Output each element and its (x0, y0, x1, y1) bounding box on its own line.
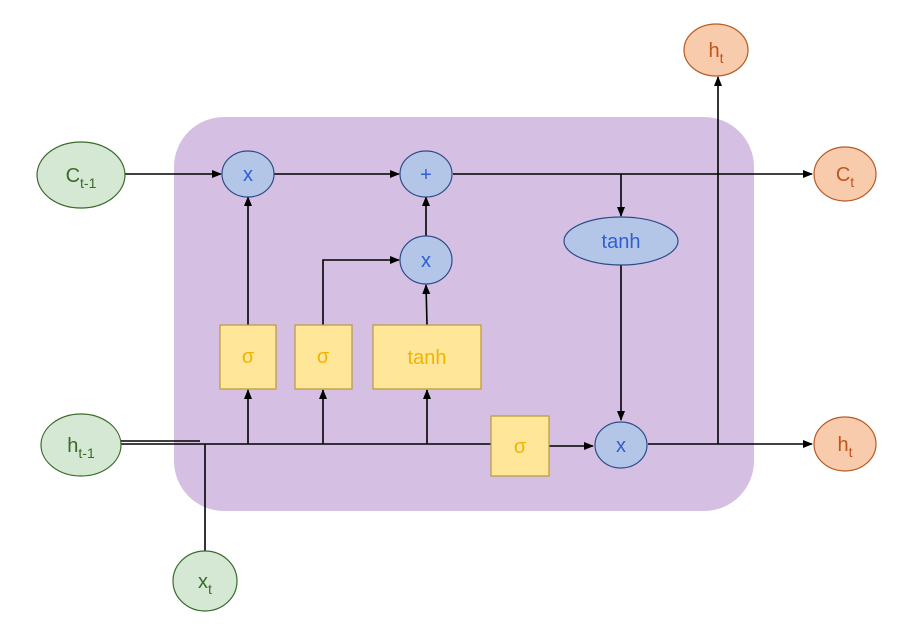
op-output-mult: x (594, 421, 648, 469)
candidate-tanh-label: tanh (408, 347, 447, 369)
output-h-right: ht (813, 416, 877, 472)
output-mult-label: x (616, 435, 626, 457)
gate-input-sigma: σ (294, 324, 353, 390)
op-cell-tanh: tanh (563, 216, 679, 266)
c-t-sub: t (850, 174, 854, 190)
h-top-base: h (708, 40, 719, 62)
forget-mult-label: x (243, 164, 253, 186)
c-prev-sub: t-1 (80, 175, 97, 191)
gate-candidate-tanh: tanh (372, 324, 482, 390)
connections (120, 76, 813, 552)
output-h-top: ht (683, 23, 749, 77)
input-x-t: xt (172, 550, 238, 612)
lstm-cell-body (174, 117, 754, 511)
op-input-mult: x (399, 235, 453, 285)
h-right-base: h (837, 434, 848, 456)
x-t-sub: t (208, 581, 212, 597)
gate-forget-sigma: σ (219, 324, 277, 390)
svg-text:xt: xt (198, 571, 212, 597)
add-label: + (420, 164, 432, 186)
h-right-sub: t (849, 444, 853, 460)
svg-text:ht: ht (837, 434, 852, 460)
svg-text:Ct-1: Ct-1 (66, 165, 97, 191)
c-prev-base: C (66, 165, 80, 187)
input-mult-label: x (421, 250, 431, 272)
c-t-base: C (836, 164, 850, 186)
x-t-base: x (198, 571, 208, 593)
h-prev-sub: t-1 (78, 445, 95, 461)
svg-text:Ct: Ct (836, 164, 854, 190)
output-c-t: Ct (813, 146, 877, 202)
input-sigma-label: σ (317, 346, 330, 368)
line-candidate-to-mult (422, 284, 431, 326)
input-h-prev: ht-1 (40, 413, 122, 477)
h-prev-base: h (67, 435, 78, 457)
output-sigma-label: σ (514, 436, 527, 458)
svg-text:ht-1: ht-1 (67, 435, 95, 461)
input-c-prev: Ct-1 (36, 141, 126, 209)
cell-tanh-label: tanh (602, 231, 641, 253)
line-input-sigma-to-mult (322, 256, 400, 325)
svg-text:ht: ht (708, 40, 723, 66)
op-forget-mult: x (221, 150, 275, 198)
h-top-sub: t (720, 50, 724, 66)
gate-output-sigma: σ (490, 415, 550, 477)
op-add: + (399, 150, 453, 198)
forget-sigma-label: σ (242, 346, 255, 368)
